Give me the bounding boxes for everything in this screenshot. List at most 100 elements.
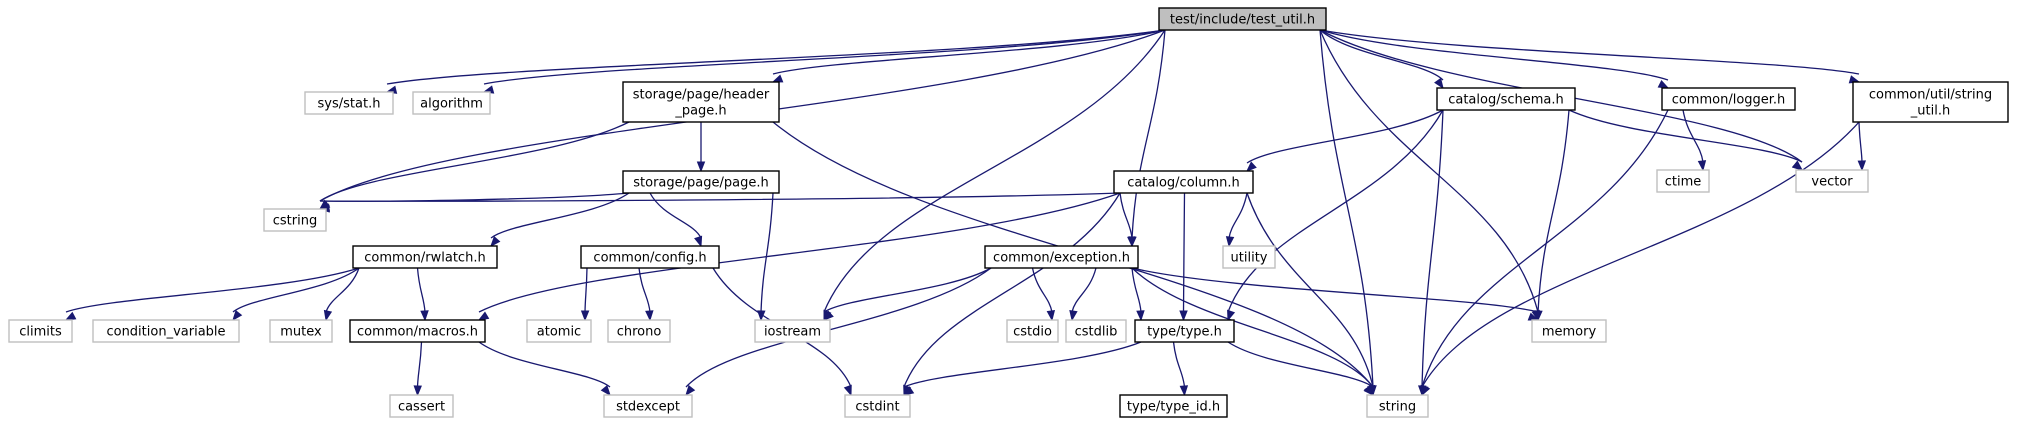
node-box xyxy=(1852,81,2009,123)
node-header-page[interactable]: storage/page/header_page.h xyxy=(622,81,780,123)
node-box xyxy=(844,394,911,418)
edge-type-to-cstdint xyxy=(902,341,1142,396)
node-schema[interactable]: catalog/schema.h xyxy=(1436,87,1576,111)
node-label: cassert xyxy=(398,400,445,415)
node-algorithm: algorithm xyxy=(412,91,491,115)
node-box xyxy=(412,91,491,115)
edge-page-to-config xyxy=(649,192,703,248)
node-logger[interactable]: common/logger.h xyxy=(1661,87,1796,111)
node-type[interactable]: type/type.h xyxy=(1134,319,1235,343)
edge-test_util-to-string xyxy=(1319,29,1377,397)
node-label: chrono xyxy=(617,325,662,340)
edge-test_util-to-algorithm xyxy=(482,29,1166,94)
edge-test_util-to-schema xyxy=(1319,29,1444,90)
edge-column-to-utility xyxy=(1225,192,1248,248)
node-exception[interactable]: common/exception.h xyxy=(984,245,1139,269)
node-box xyxy=(269,319,333,343)
node-sys-stat: sys/stat.h xyxy=(304,91,394,115)
node-box xyxy=(304,91,394,115)
node-box xyxy=(1436,87,1576,111)
edge-schema-to-memory xyxy=(1534,109,1570,322)
node-chrono: chrono xyxy=(607,319,671,343)
edge-exception-to-iostream xyxy=(822,267,992,321)
edge-exception-to-cstdlib xyxy=(1069,267,1097,322)
node-condvar: condition_variable xyxy=(92,319,240,343)
node-label: common/util/string xyxy=(1869,88,1992,103)
node-label: type/type_id.h xyxy=(1127,400,1220,415)
node-box xyxy=(1158,7,1327,31)
node-page[interactable]: storage/page/page.h xyxy=(622,170,780,194)
node-mutex: mutex xyxy=(269,319,333,343)
node-column[interactable]: catalog/column.h xyxy=(1113,170,1254,194)
edge-column-to-type xyxy=(1179,192,1188,322)
node-cstdlib: cstdlib xyxy=(1065,319,1127,343)
node-string-util[interactable]: common/util/string_util.h xyxy=(1852,81,2009,123)
node-box xyxy=(263,208,327,232)
node-rwlatch[interactable]: common/rwlatch.h xyxy=(352,245,498,269)
node-label: test/include/test_util.h xyxy=(1170,13,1315,28)
edge-schema-to-type xyxy=(1227,109,1444,322)
edge-column-to-cstring xyxy=(318,192,1121,213)
node-box xyxy=(603,394,693,418)
node-box xyxy=(1795,169,1869,193)
edge-rwlatch-to-climits xyxy=(64,267,360,321)
node-box xyxy=(349,319,486,343)
node-box xyxy=(8,319,73,343)
node-label: _util.h xyxy=(1910,104,1950,119)
node-label: common/logger.h xyxy=(1672,93,1786,108)
node-utility: utility xyxy=(1222,245,1276,269)
nodes-layer: test/include/test_util.h sys/stat.h algori… xyxy=(8,7,2009,418)
edge-header_page-to-page xyxy=(696,122,706,173)
edge-schema-to-string xyxy=(1418,109,1444,397)
edge-macros-to-cassert xyxy=(413,341,423,397)
node-box xyxy=(352,245,498,269)
node-label: string xyxy=(1379,400,1416,415)
edge-column-to-cstdint xyxy=(903,192,1121,397)
node-box xyxy=(389,394,454,418)
node-iostream: iostream xyxy=(754,319,831,343)
node-string: string xyxy=(1366,394,1429,418)
edge-exception-to-memory xyxy=(1131,267,1540,321)
node-box xyxy=(1006,319,1059,343)
node-atomic: atomic xyxy=(526,319,592,343)
edge-exception-to-type xyxy=(1131,267,1145,322)
node-memory: memory xyxy=(1531,319,1607,343)
node-label: catalog/schema.h xyxy=(1448,93,1564,108)
edge-rwlatch-to-mutex xyxy=(323,267,360,322)
node-label: storage/page/header xyxy=(633,88,770,103)
edge-page-to-cstring xyxy=(318,192,630,212)
node-test-util[interactable]: test/include/test_util.h xyxy=(1158,7,1327,31)
edge-rwlatch-to-condvar xyxy=(232,267,360,322)
node-label: condition_variable xyxy=(106,325,225,340)
node-cstdint: cstdint xyxy=(844,394,911,418)
node-label: common/rwlatch.h xyxy=(364,251,485,266)
node-label: type/type.h xyxy=(1147,325,1222,340)
node-config[interactable]: common/config.h xyxy=(580,245,720,269)
node-macros[interactable]: common/macros.h xyxy=(349,319,486,343)
node-box xyxy=(1661,87,1796,111)
edge-column-to-macros xyxy=(477,192,1121,321)
edge-type-to-string xyxy=(1227,341,1374,397)
node-box xyxy=(1113,170,1254,194)
node-label: algorithm xyxy=(420,97,483,112)
edge-rwlatch-to-macros xyxy=(416,267,429,322)
edge-logger-to-ctime xyxy=(1682,109,1707,172)
node-label: utility xyxy=(1231,251,1268,266)
edge-macros-to-stdexcept xyxy=(478,341,611,397)
node-cassert: cassert xyxy=(389,394,454,418)
node-label: mutex xyxy=(280,325,322,340)
edge-test_util-to-string_util xyxy=(1319,29,1861,84)
edge-string_util-to-string xyxy=(1421,121,1860,397)
node-label: sys/stat.h xyxy=(318,97,381,112)
node-type-id[interactable]: type/type_id.h xyxy=(1119,394,1228,418)
edge-exception-to-cstdio xyxy=(1031,267,1056,322)
node-box xyxy=(1531,319,1607,343)
node-box xyxy=(1134,319,1235,343)
node-label: atomic xyxy=(537,325,581,340)
node-box xyxy=(1065,319,1127,343)
edge-test_util-to-logger xyxy=(1319,29,1670,89)
node-label: _page.h xyxy=(674,104,726,119)
node-cstdio: cstdio xyxy=(1006,319,1059,343)
node-stdexcept: stdexcept xyxy=(603,394,693,418)
